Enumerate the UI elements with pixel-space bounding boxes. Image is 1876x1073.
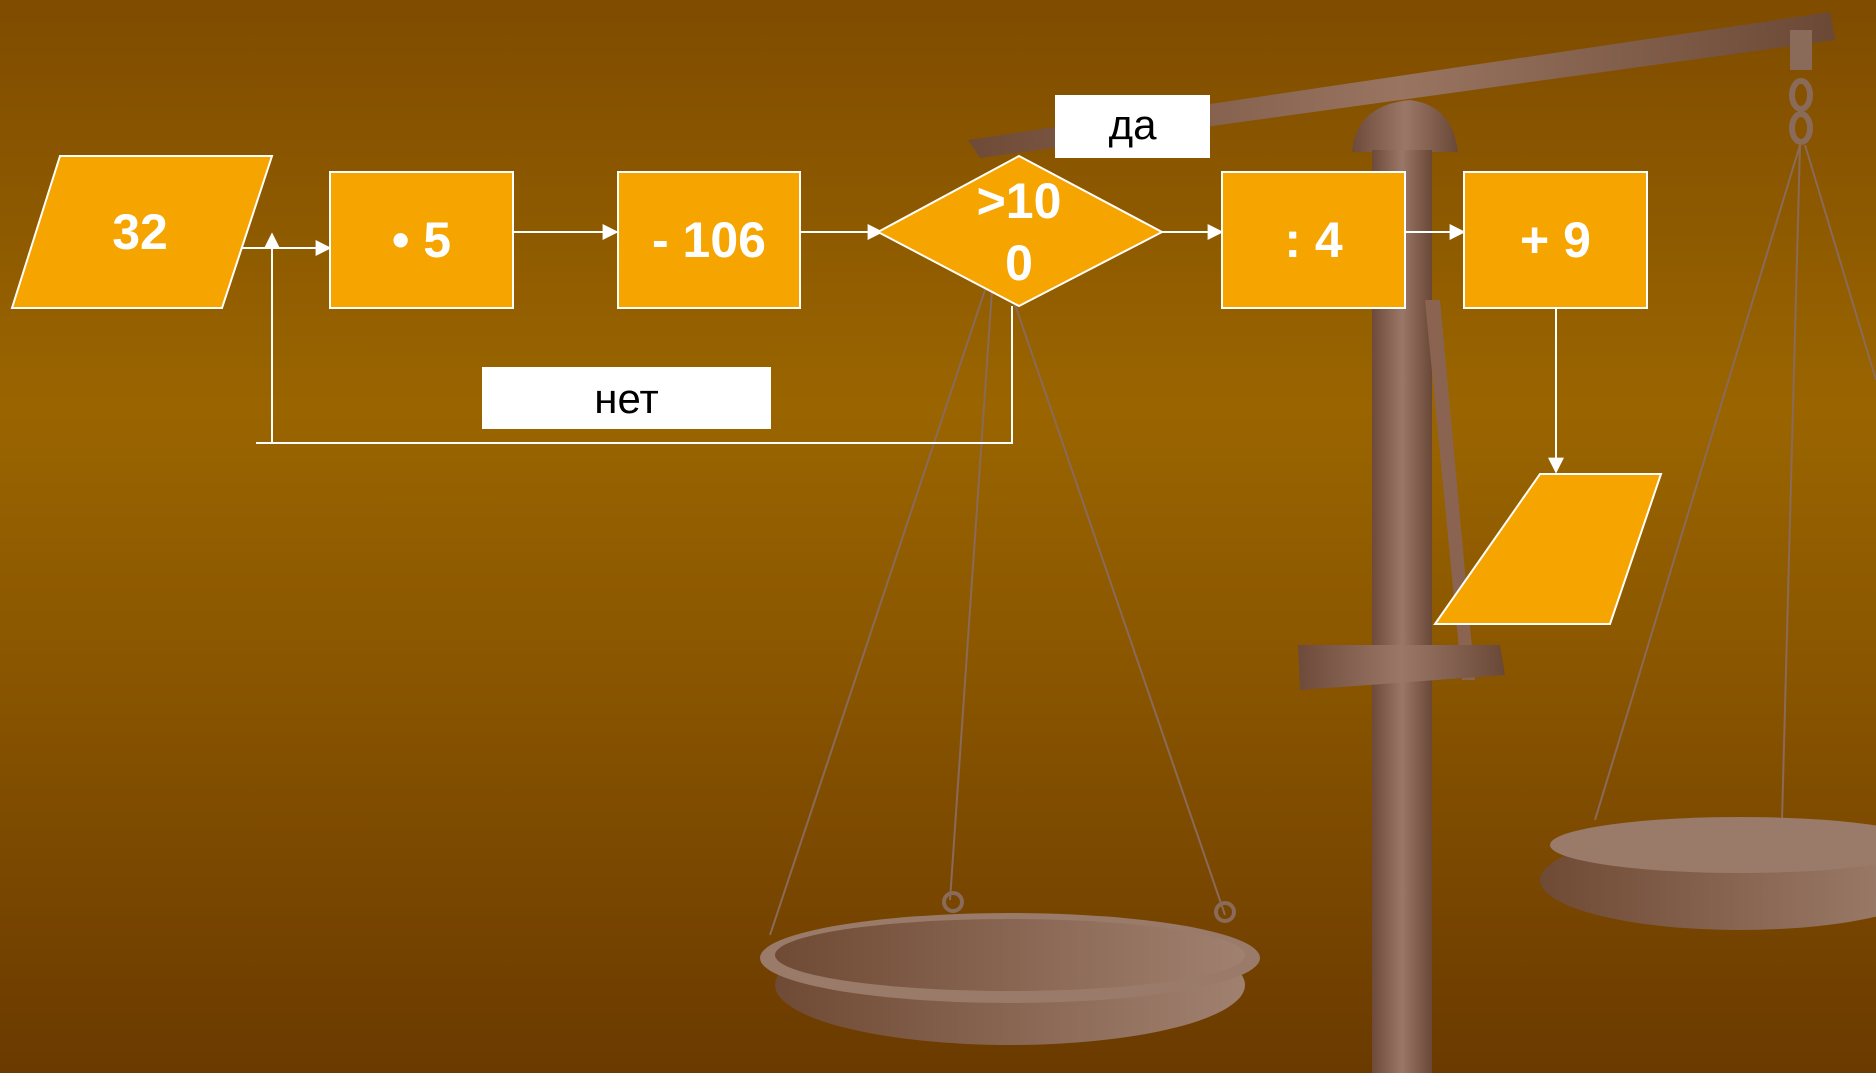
flowchart-nodes xyxy=(10,154,1663,625)
scale-ring xyxy=(1214,901,1236,923)
scale-hook xyxy=(1789,78,1813,112)
output-parallelogram xyxy=(1433,473,1663,625)
divide-box xyxy=(1221,171,1406,309)
balance-scale-illustration xyxy=(760,12,1876,1073)
decision-label-line1: >10 xyxy=(976,173,1062,229)
decision-label-line2: 0 xyxy=(1005,235,1033,291)
scale-string xyxy=(1594,144,1801,821)
connectors xyxy=(242,224,1564,474)
decision-diamond xyxy=(875,154,1165,308)
scale-ring xyxy=(942,891,964,913)
scale-string xyxy=(1009,289,1226,916)
scale-string xyxy=(1781,144,1801,821)
add-box xyxy=(1463,171,1648,309)
subtract-box xyxy=(617,171,801,309)
multiply-label: • 5 xyxy=(391,212,452,268)
input-parallelogram xyxy=(10,155,274,309)
scale-crossbar xyxy=(1298,645,1505,690)
input-value: 32 xyxy=(112,204,168,260)
scale-string xyxy=(949,289,993,901)
multiply-box xyxy=(329,171,514,309)
scale-right-pan-rim xyxy=(1550,817,1876,873)
yes-label: да xyxy=(1055,95,1210,158)
subtract-label: - 106 xyxy=(652,212,766,268)
no-label: нет xyxy=(482,367,771,429)
scale-string xyxy=(769,289,986,936)
scale-pivot-cap xyxy=(1352,100,1458,152)
scale-hook xyxy=(1790,30,1812,70)
scale-string xyxy=(1804,144,1876,381)
loop-back-path xyxy=(256,306,1013,444)
divide-label: : 4 xyxy=(1284,212,1343,268)
add-label: + 9 xyxy=(1520,212,1591,268)
scale-left-pan-inner xyxy=(775,919,1245,991)
scale-hook xyxy=(1789,111,1813,145)
